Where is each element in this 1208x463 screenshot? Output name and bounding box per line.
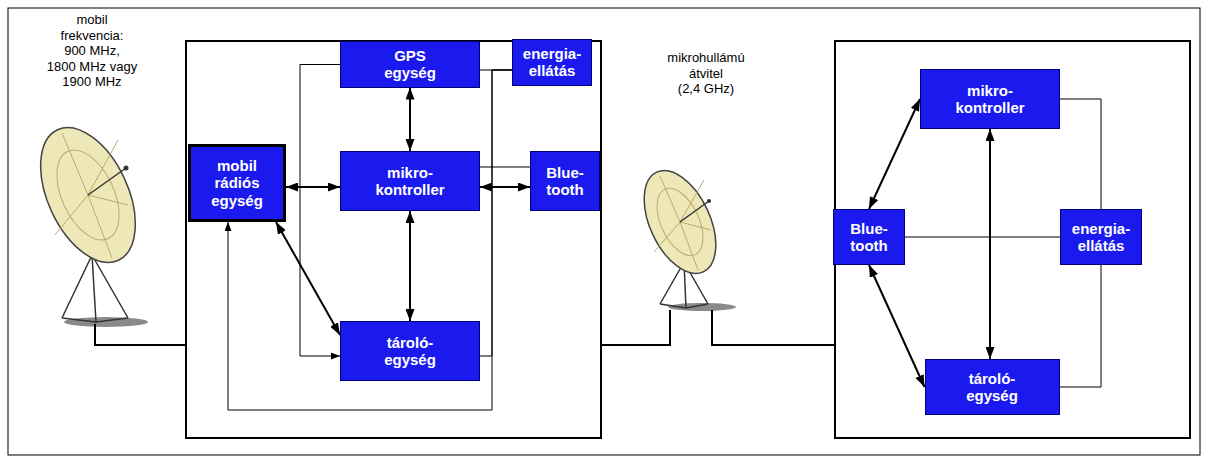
component-box: energia- ellátás xyxy=(1060,209,1142,265)
signal-connector xyxy=(1060,99,1101,209)
component-box: Blue- tooth xyxy=(530,151,600,211)
signal-connector xyxy=(905,237,1060,238)
component-box: mobil rádiós egység xyxy=(188,144,286,222)
transmission-note: mikrohullámú átvitel (2,4 GHz) xyxy=(667,50,744,97)
component-name: mikro- kontroller xyxy=(375,164,444,199)
component-box: tároló- egység xyxy=(925,359,1060,415)
signal-connector xyxy=(989,129,991,359)
antenna-cable xyxy=(712,310,835,345)
transmission-note: mobil frekvencia: 900 MHz, 1800 MHz vagy… xyxy=(47,12,137,90)
signal-connector xyxy=(480,186,530,188)
component-box: tároló- egység xyxy=(340,321,480,381)
component-name: Blue- tooth xyxy=(850,220,888,255)
component-name: Blue- tooth xyxy=(546,164,584,199)
signal-connector xyxy=(1060,265,1102,387)
signal-connector xyxy=(276,222,340,335)
dish-antenna xyxy=(630,159,736,311)
signal-connector xyxy=(286,186,340,188)
signal-connector xyxy=(480,70,512,356)
component-box: Blue- tooth xyxy=(833,209,905,265)
component-box: energia- ellátás xyxy=(512,39,592,86)
component-name: tároló- egység xyxy=(966,370,1018,405)
signal-connector xyxy=(409,211,411,321)
signal-connector xyxy=(228,70,512,410)
component-box: mikro- kontroller xyxy=(340,151,480,211)
signal-connector xyxy=(869,99,920,209)
device-housing xyxy=(186,41,601,438)
component-box: GPS egység xyxy=(340,41,480,88)
signal-connector xyxy=(869,265,925,387)
antenna-cable xyxy=(95,324,186,345)
component-name: mobil rádiós egység xyxy=(211,157,263,209)
antenna-cable xyxy=(601,310,670,345)
signal-connector xyxy=(480,167,530,168)
dish-antenna xyxy=(21,113,154,327)
outer-frame xyxy=(8,8,1200,455)
component-name: tároló- egység xyxy=(384,334,436,369)
component-name: GPS egység xyxy=(384,47,436,82)
component-name: mikro- kontroller xyxy=(955,82,1024,117)
component-box: mikro- kontroller xyxy=(920,69,1060,129)
component-name: energia- ellátás xyxy=(1072,220,1130,255)
signal-connector xyxy=(409,88,411,152)
component-name: energia- ellátás xyxy=(523,45,581,80)
signal-connector xyxy=(300,65,340,357)
